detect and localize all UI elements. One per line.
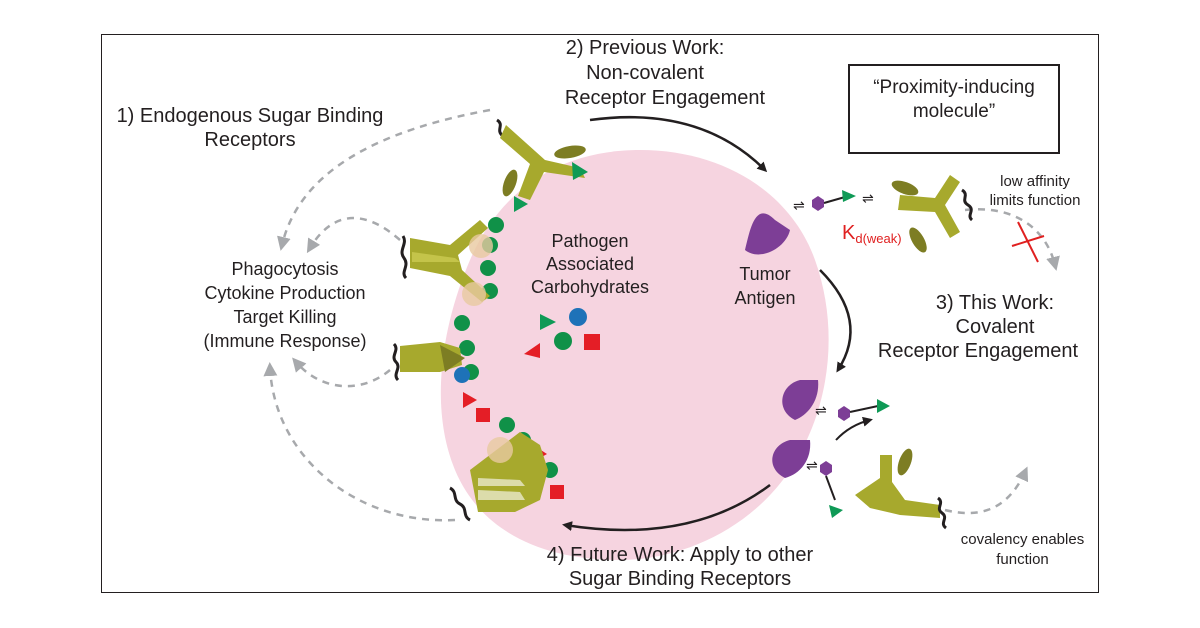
legend-box: “Proximity-inducing molecule” <box>848 64 1060 154</box>
antibody-bottom-right <box>855 448 948 530</box>
tumor-line-1: Tumor <box>739 264 791 284</box>
kd-weak-label: Kd(weak) <box>842 222 902 246</box>
dashed-arrow-lower-receptor <box>292 357 391 388</box>
free-carbohydrates <box>524 308 600 358</box>
pathogen-line-2: Associated <box>545 254 635 274</box>
step1-line-1: 1) Endogenous Sugar Binding <box>116 105 384 127</box>
svg-text:⇌: ⇌ <box>806 458 818 474</box>
antibody-top-right <box>891 175 974 253</box>
step3-line-1: 3) This Work: <box>935 292 1055 314</box>
step2-line-2: Non-covalent <box>586 62 704 84</box>
tumor-antigen-upper-covalent: ⇌ <box>782 380 890 421</box>
immune-line-2: Cytokine Production <box>204 283 366 303</box>
tumor-line-2: Antigen <box>734 288 796 308</box>
legend-line-2: molecule” <box>912 101 996 122</box>
pathogen-line-3: Carbohydrates <box>530 277 650 297</box>
dashed-arrow-low-affinity <box>964 208 1060 271</box>
receptor-bottom <box>449 432 548 522</box>
blocked-function-cross-icon <box>1011 221 1045 263</box>
arrow-step3-to-step4 <box>562 483 771 532</box>
covalency-line-1: covalency enables <box>960 531 1085 548</box>
receptor-mid <box>400 220 493 306</box>
step2-line-1: 2) Previous Work: <box>565 37 725 59</box>
svg-text:⇌: ⇌ <box>815 403 827 419</box>
receptor-top <box>496 118 588 200</box>
pathogen-line-1: Pathogen <box>551 231 629 251</box>
low-affinity-line-2: limits function <box>989 192 1081 209</box>
arrow-tumor-to-step3 <box>819 269 852 373</box>
kd-subscript: d(weak) <box>855 231 902 246</box>
svg-text:⇌: ⇌ <box>862 191 874 207</box>
svg-text:⇌: ⇌ <box>793 198 805 214</box>
step1-line-2: Receptors <box>204 129 296 151</box>
dashed-arrow-top-receptor <box>277 108 491 251</box>
covalency-line-2: function <box>996 551 1049 568</box>
legend-line-1: “Proximity-inducing <box>873 77 1035 98</box>
dashed-arrow-mid-receptor <box>306 216 401 254</box>
immune-line-3: Target Killing <box>233 307 337 327</box>
kd-main: K <box>842 222 856 244</box>
step3-line-3: Receptor Engagement <box>877 340 1079 362</box>
low-affinity-line-1: low affinity <box>1000 173 1070 190</box>
step2-line-3: Receptor Engagement <box>564 87 766 109</box>
step4-line-2: Sugar Binding Receptors <box>568 568 792 590</box>
step3-line-2: Covalent <box>955 316 1035 338</box>
dashed-arrow-bottom-receptor <box>263 362 456 522</box>
arrow-step2-to-tumor <box>589 115 768 173</box>
receptor-lower <box>392 342 465 382</box>
immune-line-4: (Immune Response) <box>203 331 367 351</box>
immune-line-1: Phagocytosis <box>231 259 339 279</box>
step4-line-1: 4) Future Work: Apply to other <box>546 544 814 566</box>
figure-frame <box>101 34 1099 593</box>
tumor-antigen-lower-covalent: ⇌ <box>772 416 873 518</box>
tumor-antigen-top: ⇌ ⇌ <box>745 190 874 255</box>
